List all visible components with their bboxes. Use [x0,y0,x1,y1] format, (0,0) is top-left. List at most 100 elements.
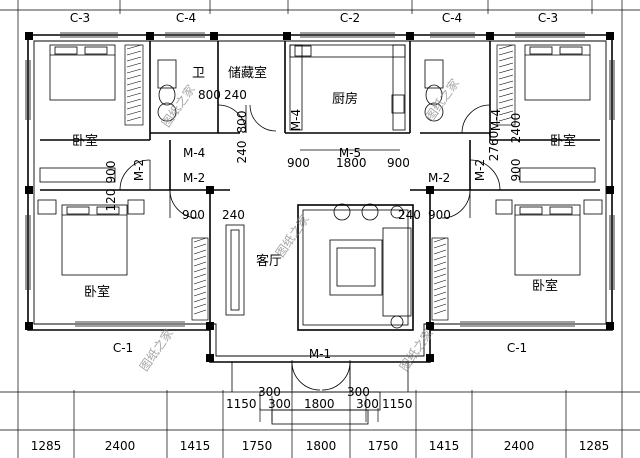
dim-label: 240 [398,208,421,222]
door-label: M-1 [309,347,331,361]
hatch-line [193,273,207,279]
dim-label: 2760 [487,131,501,162]
dim-label: 1150 [382,397,413,411]
room-label-bedroom: 卧室 [84,284,110,300]
dim-label: 300 [258,385,281,399]
hatch-line [126,56,142,62]
hatch-line [126,92,142,98]
watermark: 图纸之家 [272,212,312,260]
door-labels: M-4 M-4 M-4 M-5 M-2 M-2 M-2 M-2 M-1 [132,109,503,361]
door-label: M-4 [183,146,205,160]
room-label-bath: 卫 [192,66,205,81]
dim-label: 300 [268,397,291,411]
hatch-line [193,255,207,261]
door-label: M-5 [339,146,361,160]
hatch-line [498,80,514,86]
window-labels: C-3 C-4 C-2 C-4 C-3 C-1 C-1 [70,11,558,355]
inner-dimensions: 800 240 800 240 900 1800 900 900 120 900… [104,88,523,222]
dim-label: 2400 [509,113,523,144]
hatch-line [126,80,142,86]
entrance-dimensions: 300 300 1150 300 1800 300 1150 [226,385,413,411]
dim-label: 1800 [304,397,335,411]
hatch-line [126,68,142,74]
dim-label: 800 [235,111,249,134]
hatch-line [498,116,514,122]
room-label-bedroom: 卧室 [550,133,576,149]
hatch-line [193,279,207,285]
bottom-dimensions: 1285 2400 1415 1750 1800 1750 1415 2400 … [31,439,610,453]
hatch-line [193,261,207,267]
room-label-bedroom: 卧室 [532,278,558,294]
window-label: C-3 [70,11,90,25]
hatch-line [498,56,514,62]
watermark: 图纸之家 [158,82,198,130]
hatch-line [433,297,447,303]
hatch-line [433,279,447,285]
window-label: C-3 [538,11,558,25]
room-label-bedroom: 卧室 [72,133,98,149]
dim-label: 800 [198,88,221,102]
hatch-line [193,303,207,309]
hatch-line [126,86,142,92]
dim-label: 900 [428,208,451,222]
window-label: C-2 [340,11,360,25]
door-label: M-4 [489,109,503,131]
dim-label: 120 [104,189,118,212]
window-label: C-4 [442,11,462,25]
hatch-line [126,116,142,122]
hatch-line [193,237,207,243]
room-label-living: 客厅 [256,253,282,269]
walls [27,34,613,363]
dim-label: 1285 [31,439,62,453]
hatch-line [498,44,514,50]
hatch-line [498,68,514,74]
hatch-line [433,303,447,309]
dim-label: 1750 [242,439,273,453]
hatch-line [126,110,142,116]
hatch-line [433,267,447,273]
door-label: M-2 [473,159,487,181]
dim-label: 1750 [368,439,399,453]
hatch-line [193,309,207,315]
hatch-line [433,291,447,297]
furniture [37,44,603,331]
watermark: 图纸之家 [136,326,176,374]
wardrobes [124,44,516,321]
hatch-line [126,62,142,68]
dim-label: 1285 [579,439,610,453]
hatch-line [126,44,142,50]
hatch-line [498,50,514,56]
dim-label: 240 [224,88,247,102]
hatch-line [498,98,514,104]
dim-label: 1415 [429,439,460,453]
hatch-line [433,309,447,315]
dim-label: 1150 [226,397,257,411]
window-label: C-1 [507,341,527,355]
hatch-line [126,98,142,104]
dim-label: 1415 [180,439,211,453]
hatch-line [433,237,447,243]
door-label: M-4 [289,109,303,131]
hatch-line [498,74,514,80]
hatch-line [126,104,142,110]
hatch-line [193,285,207,291]
hatch-line [498,104,514,110]
dim-label: 240 [235,141,249,164]
hatch-line [433,243,447,249]
dim-label: 300 [347,385,370,399]
hatch-line [498,62,514,68]
windows [25,32,615,331]
dim-label: 900 [104,161,118,184]
hatch-line [126,74,142,80]
hatch-line [498,92,514,98]
window-label: C-4 [176,11,196,25]
dim-label: 300 [356,397,379,411]
dim-label: 240 [222,208,245,222]
door-label: M-2 [132,159,146,181]
hatch-line [193,267,207,273]
door-swings [119,104,501,391]
dim-label: 900 [287,156,310,170]
dim-label: 2400 [504,439,535,453]
